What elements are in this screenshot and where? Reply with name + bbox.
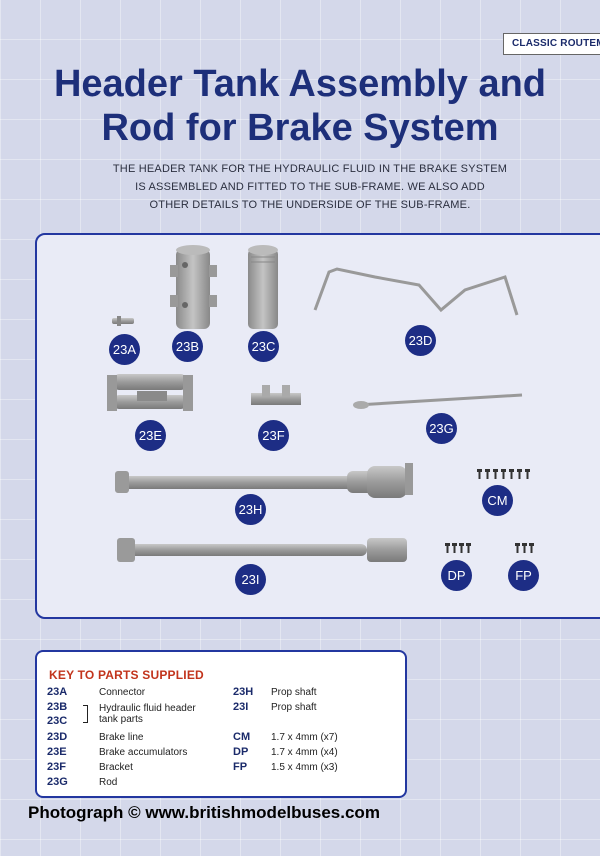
photo-credit: Photograph © www.britishmodelbuses.com [28, 803, 380, 822]
key-code: DP [233, 746, 249, 758]
subtitle-line-2: IS ASSEMBLED AND FITTED TO THE SUB-FRAME… [135, 181, 485, 193]
key-bracket [83, 705, 88, 723]
part-23b-tank [170, 245, 217, 329]
key-code: 23B [47, 701, 68, 713]
key-desc: Brake accumulators [99, 747, 188, 758]
subtitle-line-1: THE HEADER TANK FOR THE HYDRAULIC FLUID … [112, 163, 508, 175]
part-23f-bracket [251, 385, 301, 405]
key-code: 23I [233, 701, 249, 713]
badge-23i: 23I [235, 564, 266, 595]
key-code: 23H [233, 686, 254, 698]
parts-photo-panel: 23A 23B 23C 23D 23E 23F 23G 23H CM 23I D… [35, 233, 600, 619]
part-23g-rod [353, 393, 523, 409]
key-desc: tank parts [99, 714, 143, 725]
key-desc: Bracket [99, 762, 133, 773]
badge-23f: 23F [258, 420, 289, 451]
page-title: Header Tank Assembly and Rod for Brake S… [0, 62, 600, 150]
title-line-2: Rod for Brake System [101, 107, 499, 149]
page-subtitle: THE HEADER TANK FOR THE HYDRAULIC FLUID … [100, 160, 520, 214]
part-23d-brake-line [313, 267, 519, 316]
badge-23e: 23E [135, 420, 166, 451]
badge-fp: FP [508, 560, 539, 591]
title-line-1: Header Tank Assembly and [53, 63, 547, 105]
badge-23g: 23G [426, 413, 457, 444]
part-23h-prop-shaft [115, 463, 413, 498]
badge-23c: 23C [248, 331, 279, 362]
key-code: 23D [47, 731, 68, 743]
key-code: CM [233, 731, 251, 743]
key-code: 23F [47, 761, 66, 773]
part-23e-accumulators [107, 374, 193, 411]
badge-dp: DP [441, 560, 472, 591]
badge-cm: CM [482, 485, 513, 516]
series-tag: CLASSIC ROUTEMASTER [503, 33, 600, 55]
part-dp-screws [445, 543, 471, 553]
badge-23h: 23H [235, 494, 266, 525]
key-code: 23C [47, 715, 68, 727]
key-desc: Hydraulic fluid header [99, 703, 196, 714]
key-desc: Rod [99, 777, 118, 788]
key-code: FP [233, 761, 248, 773]
part-cm-screws [477, 469, 530, 479]
part-fp-screws [515, 543, 534, 553]
badge-23b: 23B [172, 331, 203, 362]
part-23c-tank [248, 245, 278, 329]
key-desc: 1.5 x 4mm (x3) [271, 762, 338, 773]
parts-illustration [107, 245, 534, 562]
key-desc: Prop shaft [271, 702, 317, 713]
parts-key: KEY TO PARTS SUPPLIED 23A Connector 23B … [35, 650, 407, 798]
key-code: 23G [47, 776, 68, 788]
key-code: 23A [47, 686, 68, 698]
key-desc: Connector [99, 687, 146, 698]
badge-23a: 23A [109, 334, 140, 365]
key-desc: 1.7 x 4mm (x4) [271, 747, 338, 758]
key-desc: 1.7 x 4mm (x7) [271, 732, 338, 743]
key-desc: Brake line [99, 732, 144, 743]
key-code: 23E [47, 746, 67, 758]
key-desc: Prop shaft [271, 687, 317, 698]
subtitle-line-3: OTHER DETAILS TO THE UNDERSIDE OF THE SU… [149, 199, 471, 211]
part-23i-prop-shaft [117, 538, 407, 562]
part-23a-connector [112, 316, 134, 326]
badge-23d: 23D [405, 325, 436, 356]
key-heading: KEY TO PARTS SUPPLIED [49, 668, 204, 682]
